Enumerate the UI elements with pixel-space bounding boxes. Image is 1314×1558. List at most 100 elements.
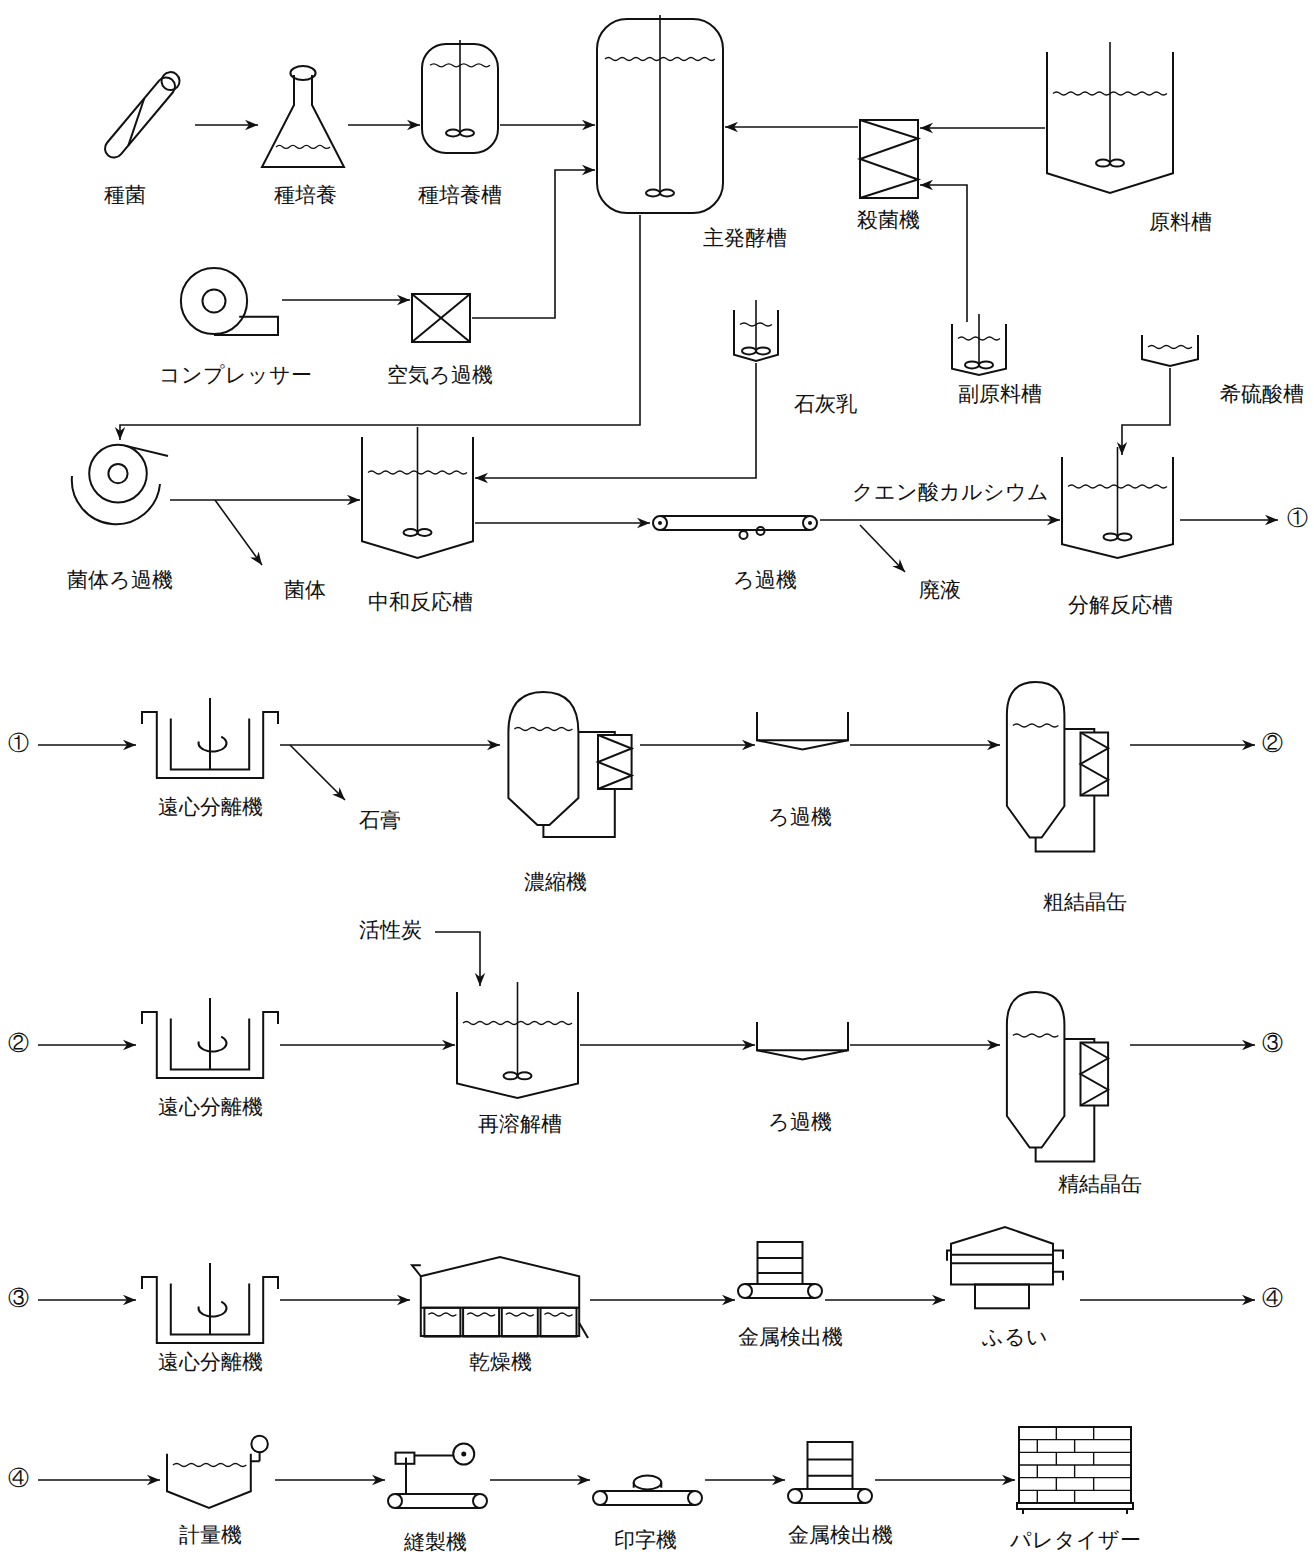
stream-label: 石膏 [357, 808, 403, 833]
filter-icon [755, 710, 850, 765]
printer: 印字機 [590, 1472, 705, 1507]
flow-arrow [38, 744, 136, 746]
concentrator: 濃縮機 [500, 690, 640, 840]
connector-number: ② [6, 1031, 31, 1056]
crude-crystallizer-icon [1000, 680, 1115, 855]
sterilizer: 殺菌機 [858, 118, 920, 200]
equipment-label: 遠心分離機 [156, 1350, 265, 1375]
metal-detector: 金属検出機 [735, 1240, 825, 1300]
flow-arrow [705, 1479, 785, 1481]
fine-crystallizer: 精結晶缶 [1000, 990, 1115, 1165]
flow-arrow [195, 124, 258, 126]
acid-tank: 希硫酸槽 [1140, 333, 1200, 368]
flow-arrow [38, 1044, 136, 1046]
flow-arrow [1122, 368, 1170, 455]
raw-material-tank-icon [1045, 50, 1175, 195]
flow-arrow [280, 1299, 410, 1301]
filter: ろ過機 [755, 1020, 850, 1075]
equipment-label: ろ過機 [766, 805, 834, 830]
main-fermenter-icon [595, 15, 725, 215]
flow-arrow [1180, 519, 1278, 521]
filter: ろ過機 [755, 710, 850, 765]
seed-tank: 種培養槽 [420, 40, 500, 155]
raw-material-tank: 原料槽 [1045, 50, 1175, 195]
seed-tube-icon [85, 60, 195, 175]
drum-filter-icon [70, 440, 170, 520]
neutralizer-tank-icon [360, 435, 475, 560]
flow-arrow [825, 1299, 945, 1301]
equipment-label: 印字機 [612, 1528, 679, 1553]
centrifuge: 遠心分離機 [140, 1010, 280, 1080]
decomposer-tank: 分解反応槽 [1060, 455, 1175, 560]
lime-milk-tank-icon [732, 308, 780, 363]
equipment-label: ろ過機 [731, 568, 799, 593]
weigher: 計量機 [165, 1435, 275, 1510]
flask-icon [258, 65, 348, 170]
compressor: コンプレッサー [178, 265, 282, 337]
flow-arrow [282, 299, 410, 301]
equipment-label: 計量機 [177, 1523, 244, 1548]
connector-number: ① [6, 731, 31, 756]
equipment-label: コンプレッサー [157, 363, 314, 388]
connector-number: ② [1260, 731, 1285, 756]
stream-label: 活性炭 [357, 918, 424, 943]
flask: 種培養 [258, 65, 348, 170]
flow-arrow [275, 1479, 385, 1481]
equipment-label: 金属検出機 [736, 1325, 845, 1350]
flow-arrow [475, 363, 756, 478]
sieve: ふるい [945, 1225, 1065, 1310]
belt-filter-icon [650, 508, 820, 538]
centrifuge-icon [140, 1010, 280, 1080]
compressor-icon [178, 265, 282, 337]
palletizer-icon [1015, 1425, 1135, 1515]
equipment-label: 乾燥機 [467, 1350, 534, 1375]
equipment-label: 分解反応槽 [1066, 593, 1175, 618]
equipment-label: 濃縮機 [522, 870, 589, 895]
stream-label: クエン酸カルシウム [850, 480, 1051, 505]
connector-number: ③ [1260, 1031, 1285, 1056]
centrifuge: 遠心分離機 [140, 1275, 280, 1345]
flow-arrow [875, 1479, 1015, 1481]
flow-arrow [1080, 1299, 1255, 1301]
equipment-label: ふるい [980, 1325, 1050, 1350]
equipment-label: 菌体ろ過機 [65, 568, 175, 593]
flow-arrow [850, 1044, 1000, 1046]
fine-crystallizer-icon [1000, 990, 1115, 1165]
stream-label: 菌体 [282, 578, 328, 603]
seed-tank-icon [420, 40, 500, 155]
sieve-icon [945, 1225, 1065, 1310]
equipment-label: 粗結晶缶 [1041, 890, 1129, 915]
equipment-label: 主発酵槽 [701, 226, 789, 251]
flow-arrow [280, 1044, 455, 1046]
flow-arrow [435, 932, 480, 986]
branch-arrow [290, 745, 345, 800]
connector-number: ④ [1260, 1286, 1285, 1311]
connector-number: ③ [6, 1286, 31, 1311]
equipment-label: 中和反応槽 [366, 590, 475, 615]
equipment-label: 副原料槽 [956, 382, 1044, 407]
flow-arrow [38, 1299, 136, 1301]
flow-arrow [120, 215, 640, 440]
branch-arrow [215, 500, 262, 565]
seed-tube: 種菌 [85, 60, 195, 175]
flow-arrow [1130, 744, 1255, 746]
centrifuge-icon [140, 710, 280, 780]
dryer: 乾燥機 [410, 1255, 590, 1340]
sub-material-tank-icon [950, 322, 1008, 377]
flow-arrow [490, 1479, 590, 1481]
air-filter-icon [410, 292, 472, 344]
metal-detector: 金属検出機 [785, 1440, 875, 1505]
centrifuge: 遠心分離機 [140, 710, 280, 780]
stream-label: 廃液 [917, 578, 963, 603]
lime-milk-tank: 石灰乳 [732, 308, 780, 363]
sterilizer-icon [858, 118, 920, 200]
acid-tank-icon [1140, 333, 1200, 368]
dryer-icon [410, 1255, 590, 1340]
branch-arrow [860, 525, 905, 572]
equipment-label: パレタイザー [1008, 1528, 1143, 1553]
equipment-label: 再溶解槽 [476, 1112, 564, 1137]
sewing-machine: 縫製機 [385, 1440, 490, 1510]
air-filter: 空気ろ過機 [410, 292, 472, 344]
equipment-label: 原料槽 [1147, 210, 1214, 235]
